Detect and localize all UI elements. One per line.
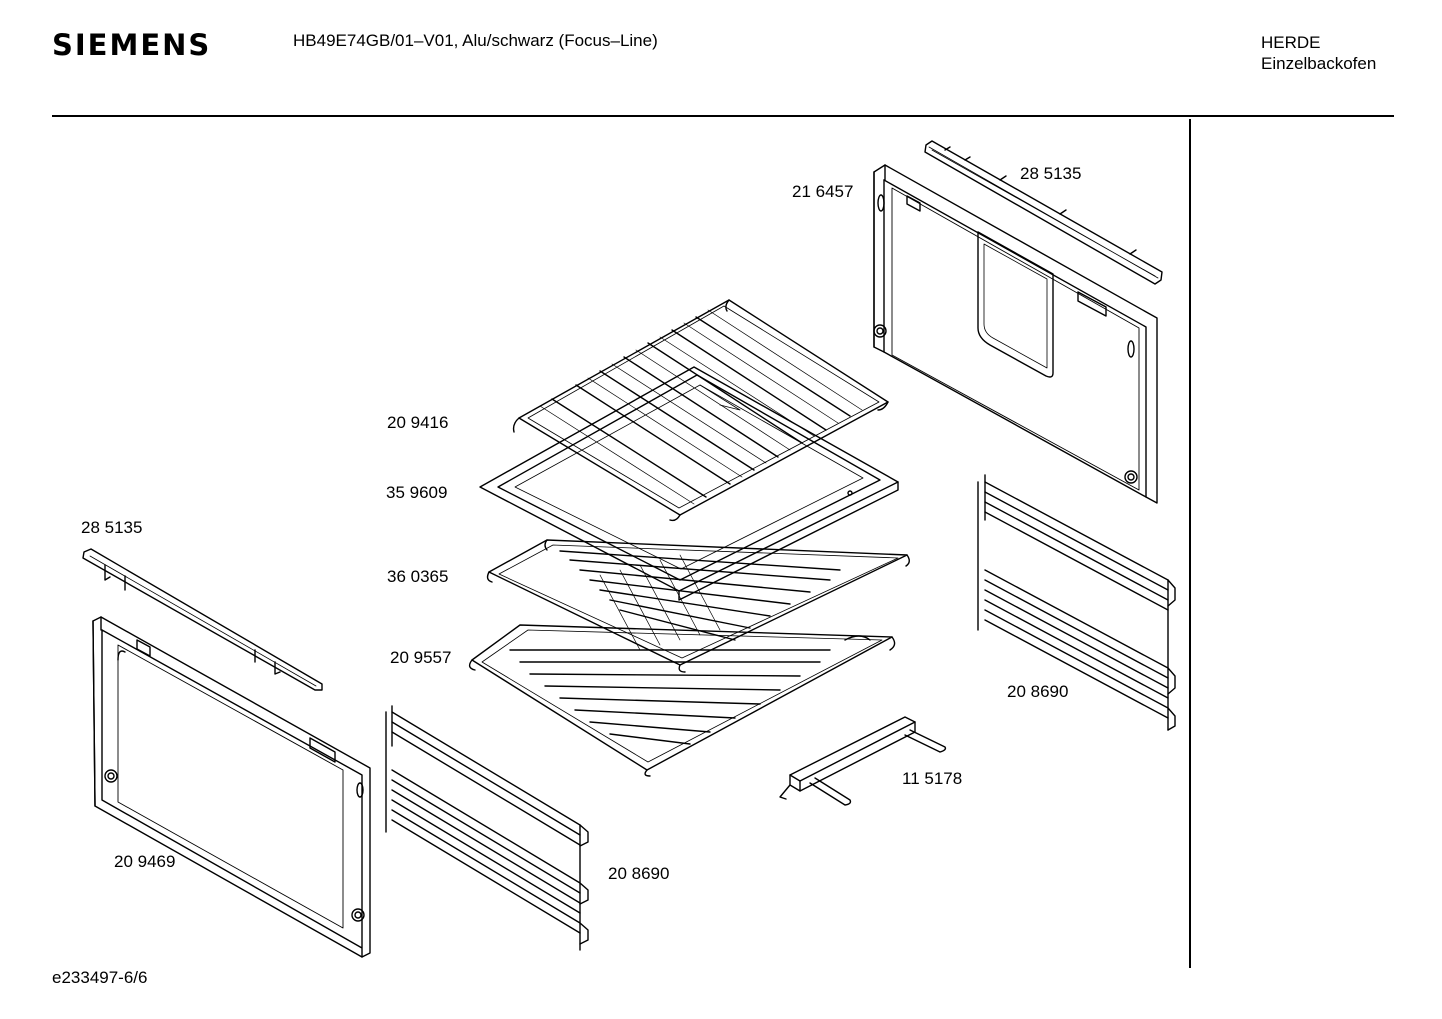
part-number-baking-tray: 35 9609 [386, 483, 448, 502]
part-number-front-frame: 20 9469 [114, 852, 176, 871]
upper-rail-part [925, 141, 1162, 284]
part-number-roasting-rack: 20 9557 [390, 648, 452, 667]
front-rail-part [83, 549, 322, 690]
category-block: HERDE Einzelbackofen [1261, 32, 1376, 74]
part-number-side-rail-right: 20 8690 [1007, 682, 1069, 701]
rear-panel-part [874, 165, 1157, 503]
front-frame-part [93, 617, 370, 957]
part-number-grill-rack: 20 9416 [387, 413, 449, 432]
brand-logo: SIEMENS [52, 28, 212, 62]
header-rule [52, 115, 1394, 117]
part-number-upper-rail: 28 5135 [1020, 164, 1082, 183]
part-number-telescopic-bar: 11 5178 [902, 769, 963, 788]
part-number-rear-panel: 21 6457 [792, 182, 854, 201]
subcategory-label: Einzelbackofen [1261, 54, 1377, 73]
document-id: e233497-6/6 [52, 968, 148, 987]
telescopic-bar-part [780, 717, 945, 805]
part-number-front-rail: 28 5135 [81, 518, 143, 537]
grill-rack-part [514, 300, 888, 520]
side-rule [1189, 119, 1191, 968]
roasting-rack-part [470, 625, 895, 776]
side-rail-right-part [978, 475, 1175, 730]
wire-shelf-part [488, 540, 910, 672]
category-label: HERDE [1261, 33, 1321, 52]
model-title: HB49E74GB/01–V01, Alu/schwarz (Focus–Lin… [293, 31, 658, 50]
baking-tray-part [480, 367, 898, 600]
part-number-side-rail-left: 20 8690 [608, 864, 670, 883]
part-number-wire-shelf: 36 0365 [387, 567, 449, 586]
side-rail-left-part [386, 706, 588, 950]
